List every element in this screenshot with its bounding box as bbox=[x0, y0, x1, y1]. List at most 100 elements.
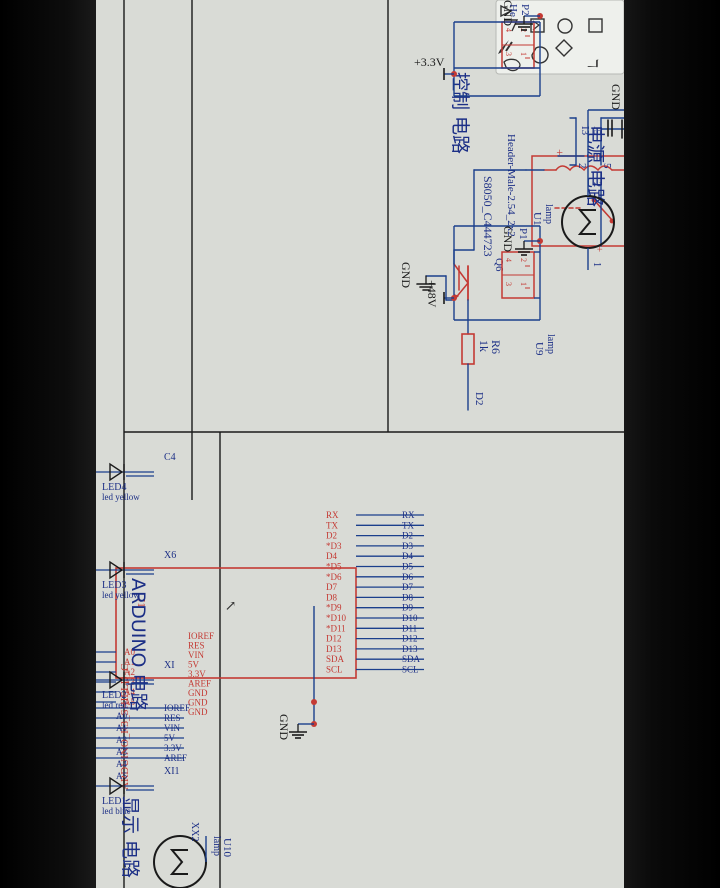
led-net-label: C4 bbox=[164, 452, 176, 463]
p1-part-label: Header-Male-2.54_2x2 bbox=[505, 134, 517, 237]
photo-edge-left bbox=[0, 0, 96, 888]
drag-tool[interactable] bbox=[503, 58, 521, 72]
svg-text:ℸ: ℸ bbox=[584, 59, 599, 68]
rectangle-tool[interactable] bbox=[588, 18, 603, 33]
arc-tool[interactable] bbox=[555, 39, 573, 57]
net-d2-label: D2 bbox=[473, 392, 485, 405]
arduino-ref: J1 bbox=[135, 598, 147, 608]
relay-coil[interactable] bbox=[531, 155, 624, 247]
gnd-top-label: GND bbox=[609, 84, 623, 110]
arduino-digital-net-label: D3 bbox=[402, 541, 413, 551]
arduino-power-pin-label: 3.3V bbox=[188, 669, 206, 679]
arduino-power-pin-label: 5V bbox=[188, 660, 200, 670]
net-xx2-label: XX2 bbox=[189, 822, 200, 841]
led-ref-label: LED4 bbox=[102, 482, 126, 493]
pen-tool[interactable] bbox=[498, 40, 513, 54]
relay-pin5-label: 5 bbox=[601, 163, 613, 169]
net-i5-label: I5 bbox=[591, 126, 603, 136]
lamp-u10-type: lamp bbox=[211, 836, 222, 856]
circle-tool[interactable] bbox=[557, 18, 573, 34]
svg-text:+: + bbox=[553, 149, 567, 156]
relay-pin2-label: 2 bbox=[576, 163, 588, 169]
arduino-power-pin-label: RES bbox=[188, 641, 205, 651]
arduino-digital-net-label: D8 bbox=[402, 592, 413, 602]
arduino-power-net-label: 3.3V bbox=[164, 743, 182, 753]
pie-tool[interactable] bbox=[531, 46, 549, 64]
led-net-label: XI1 bbox=[164, 766, 180, 777]
arduino-analog-pin-label: A5 bbox=[124, 697, 135, 707]
lamp-u10[interactable]: U10 lamp XX2 bbox=[153, 822, 233, 888]
section-power-title: 电源 电路 bbox=[584, 125, 606, 207]
q6-part-label: S8050_C444723 bbox=[481, 176, 495, 257]
schematic-canvas[interactable]: ℸ bbox=[96, 0, 624, 888]
arduino-digital-pin-label: D8 bbox=[326, 592, 337, 602]
polyline-tool[interactable] bbox=[504, 19, 519, 32]
sheet-frame bbox=[123, 0, 624, 888]
arduino-digital-net-label: D7 bbox=[402, 582, 413, 592]
power-circuit: 2 4 1 3 P2 He GND bbox=[414, 0, 606, 321]
svg-text:3: 3 bbox=[504, 282, 513, 286]
arduino-analog-pin-label: A2 bbox=[124, 667, 135, 677]
gnd-p2-label: GND bbox=[501, 0, 515, 26]
transistor-q6[interactable] bbox=[453, 263, 469, 301]
arduino-digital-net-label: SDA bbox=[402, 654, 421, 664]
arduino-digital-net-label: D13 bbox=[402, 644, 418, 654]
p2-ref-label: P2 bbox=[519, 4, 531, 16]
led-color-label: led red bbox=[102, 700, 127, 710]
p2-part-label: He bbox=[507, 4, 519, 17]
arduino-power-pin-label: VIN bbox=[188, 650, 204, 660]
svg-text:1: 1 bbox=[519, 282, 528, 286]
svg-text:+: + bbox=[593, 246, 605, 252]
arduino-digital-pin-label: D4 bbox=[326, 551, 337, 561]
led-net-label: XI bbox=[164, 660, 175, 671]
arduino-digital-pin-label: *D5 bbox=[326, 562, 342, 572]
lamp-u1[interactable]: + 1 2 U1 lamp I5 U9 lamp bbox=[531, 109, 624, 356]
arduino-power-net-label: AREF bbox=[164, 753, 187, 763]
select-tool[interactable] bbox=[500, 4, 513, 18]
header-p1[interactable]: 2 4 1 3 bbox=[501, 251, 535, 299]
arduino-digital-net-label: D12 bbox=[402, 634, 418, 644]
lamp-u1-pin1: 1 bbox=[591, 262, 602, 267]
gnd-p1-label: GND bbox=[501, 226, 515, 252]
mouse-cursor: ↖ bbox=[222, 600, 237, 612]
arduino-digital-net-label: D5 bbox=[402, 562, 413, 572]
arduino-analog-pin-label: A1 bbox=[124, 657, 135, 667]
led-ref-label: LED2 bbox=[102, 690, 126, 701]
lamp-u1-pin2: 2 bbox=[591, 182, 602, 187]
arduino-digital-pin-label: *D9 bbox=[326, 603, 342, 613]
arduino-power-net-label: RES bbox=[164, 713, 181, 723]
r6-ref-label: R6 bbox=[489, 340, 503, 354]
arduino-analog-net-label: A4 bbox=[116, 759, 127, 769]
schematic-screen: ℸ bbox=[96, 0, 624, 888]
arduino-digital-net-label: D6 bbox=[402, 572, 413, 582]
arduino-digital-net-label: SCL bbox=[402, 665, 419, 675]
arduino-digital-net-label: RX bbox=[402, 510, 415, 520]
photo-edge-right bbox=[624, 0, 720, 888]
arduino-digital-pin-label: *D10 bbox=[326, 613, 346, 623]
net-i3-label: I3 bbox=[579, 126, 591, 136]
arduino-analog-pin-label: A3 bbox=[124, 677, 135, 687]
arduino-digital-pin-label: TX bbox=[326, 520, 338, 530]
arduino-digital-pin-label: D7 bbox=[326, 582, 337, 592]
p1-ref-label: P1 bbox=[517, 228, 529, 240]
arduino-analog-pin-label: A4 bbox=[124, 687, 135, 697]
arduino-power-net-label: 5V bbox=[164, 733, 176, 743]
resistor-r6[interactable] bbox=[461, 333, 475, 365]
svg-text:1: 1 bbox=[519, 52, 528, 56]
arduino-power-net-label: IOREF bbox=[164, 703, 190, 713]
arduino-power-pin-label: AREF bbox=[188, 679, 211, 689]
arduino-power-pin-label: GND bbox=[188, 698, 208, 708]
arduino-digital-pin-label: RX bbox=[326, 510, 339, 520]
text-tool[interactable]: ℸ bbox=[584, 59, 599, 68]
arduino-analog-net-label: A3 bbox=[116, 747, 127, 757]
arduino-body[interactable] bbox=[115, 567, 357, 679]
arduino-digital-pin-label: *D11 bbox=[326, 623, 346, 633]
